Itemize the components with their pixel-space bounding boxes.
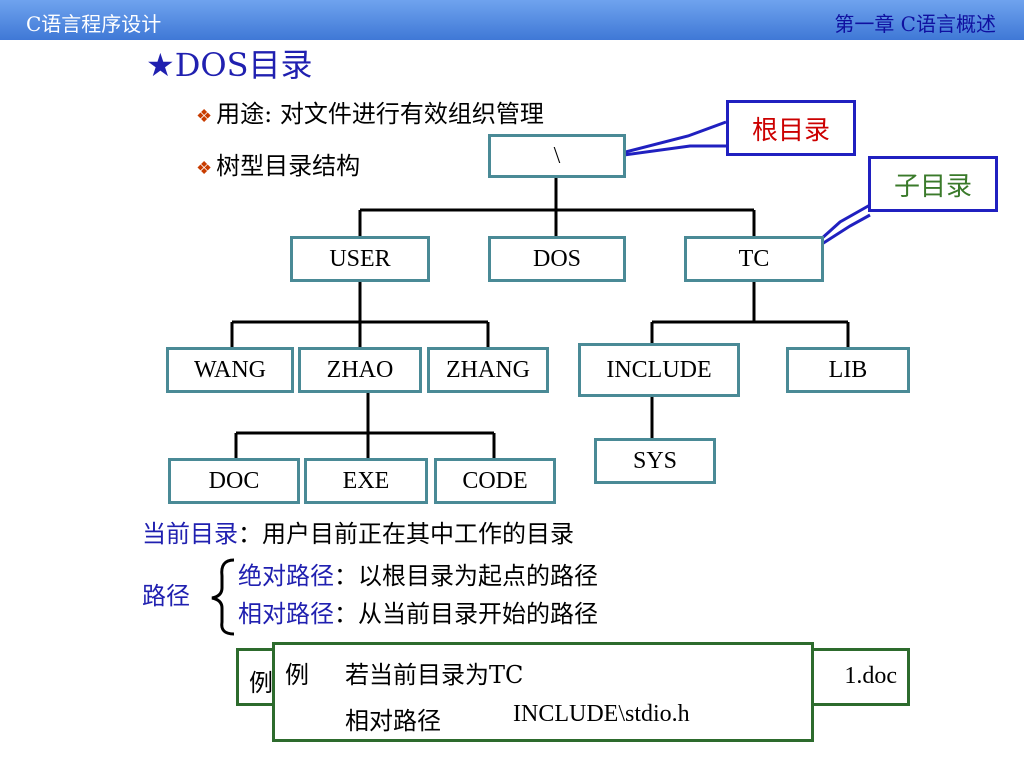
example-back-label: 例 — [249, 669, 273, 697]
tree-node-doc: DOC — [168, 458, 300, 504]
example-back-path: 1.doc — [844, 663, 897, 689]
slide-title-text: DOS目录 — [174, 46, 313, 84]
example-front-label: 例 — [285, 661, 309, 689]
tree-node-wang: WANG — [166, 347, 294, 393]
desc-absolute-path: ：以根目录为起点的路径 — [334, 562, 598, 590]
bullet-text: 用途: 对文件进行有效组织管理 — [216, 100, 544, 128]
tree-node-tc: TC — [684, 236, 824, 282]
course-title: C语言程序设计 — [26, 12, 162, 36]
star-icon: ★ — [146, 46, 175, 84]
tree-node-root: \ — [488, 134, 626, 178]
slide-title: ★DOS目录 — [146, 40, 313, 86]
diamond-bullet-icon: ❖ — [196, 158, 213, 179]
bullet-tree: ❖树型目录结构 — [196, 146, 360, 181]
relative-path-def: 相对路径：从当前目录开始的路径 — [238, 594, 598, 629]
tree-node-exe: EXE — [304, 458, 428, 504]
tree-node-code: CODE — [434, 458, 556, 504]
current-directory-def: 当前目录：用户目前正在其中工作的目录 — [142, 514, 574, 549]
example-box-front: 例 若当前目录为TC 相对路径 INCLUDE\stdio.h — [272, 642, 814, 742]
example-front-line1: 若当前目录为TC — [345, 661, 524, 689]
desc-relative-path: ：从当前目录开始的路径 — [334, 600, 598, 628]
tree-node-zhang: ZHANG — [427, 347, 549, 393]
tree-node-dos: DOS — [488, 236, 626, 282]
tree-node-user: USER — [290, 236, 430, 282]
term-current-directory: 当前目录 — [142, 520, 238, 548]
term-absolute-path: 绝对路径 — [238, 562, 334, 590]
tree-node-zhao: ZHAO — [298, 347, 422, 393]
desc-current-directory: ：用户目前正在其中工作的目录 — [238, 520, 574, 548]
term-path: 路径 — [142, 582, 190, 610]
example-front-relative-path: INCLUDE\stdio.h — [513, 701, 690, 727]
chapter-title: 第一章 C语言概述 — [834, 12, 996, 36]
callout-subdirectory: 子目录 — [868, 156, 998, 212]
callout-root-directory: 根目录 — [726, 100, 856, 156]
tree-node-sys: SYS — [594, 438, 716, 484]
bullet-text: 树型目录结构 — [216, 152, 361, 180]
term-relative-path: 相对路径 — [238, 600, 334, 628]
example-front-relative-term: 相对路径 — [345, 707, 441, 735]
tree-node-include: INCLUDE — [578, 343, 740, 397]
diamond-bullet-icon: ❖ — [196, 106, 213, 127]
bullet-purpose: ❖用途: 对文件进行有效组织管理 — [196, 94, 544, 129]
tree-node-lib: LIB — [786, 347, 910, 393]
absolute-path-def: 绝对路径：以根目录为起点的路径 — [238, 556, 598, 591]
header-bar: C语言程序设计 第一章 C语言概述 — [0, 0, 1024, 40]
